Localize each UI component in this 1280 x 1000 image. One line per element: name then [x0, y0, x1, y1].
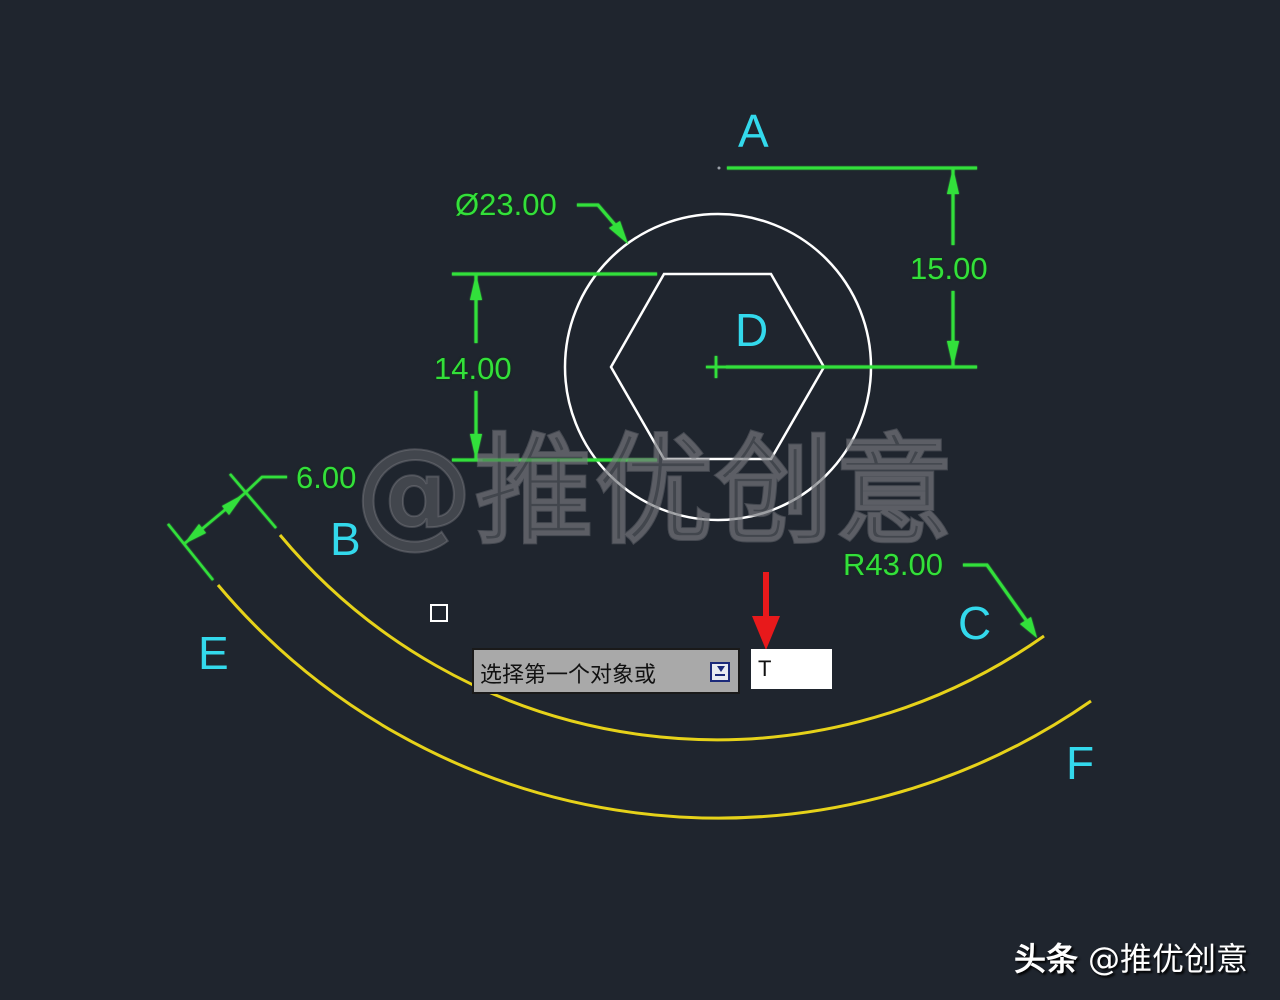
dimension-text-14[interactable]: 14.00 [434, 351, 512, 386]
dynamic-input-value: T [758, 656, 772, 681]
arc-inner-bc[interactable] [278, 534, 1045, 742]
red-arrow-icon [752, 572, 780, 650]
dimension-14[interactable] [452, 272, 657, 462]
point-a-marker [717, 166, 721, 170]
dropdown-arrow-icon[interactable] [710, 662, 730, 682]
footer-brand: 头条@推优创意 [1014, 934, 1248, 980]
dimension-15[interactable] [726, 166, 977, 369]
footer-handle: @推优创意 [1088, 940, 1249, 978]
dynamic-input-field[interactable]: T [751, 649, 832, 689]
command-prompt-text: 选择第一个对象或 [480, 663, 657, 688]
point-label-a: A [738, 105, 769, 157]
center-mark [706, 356, 726, 378]
command-prompt-tooltip: 选择第一个对象或 [472, 648, 740, 694]
dimension-radius-leader[interactable] [963, 563, 1037, 638]
arc-outer-ef[interactable] [216, 584, 1092, 820]
footer-brand-name: 头条 [1014, 940, 1079, 978]
dimension-text-6[interactable]: 6.00 [296, 460, 357, 495]
dimension-text-radius[interactable]: R43.00 [843, 547, 943, 582]
dimension-6[interactable] [167, 473, 287, 581]
dimension-text-15[interactable]: 15.00 [910, 251, 988, 286]
dimension-text-diameter[interactable]: Ø23.00 [455, 187, 557, 222]
point-label-c: C [958, 597, 992, 649]
point-label-f: F [1066, 737, 1095, 789]
point-label-b: B [330, 513, 361, 565]
point-label-e: E [198, 627, 229, 679]
dimension-diameter-leader[interactable] [577, 203, 628, 244]
pickbox-cursor [430, 604, 448, 622]
point-label-d: D [735, 304, 769, 356]
